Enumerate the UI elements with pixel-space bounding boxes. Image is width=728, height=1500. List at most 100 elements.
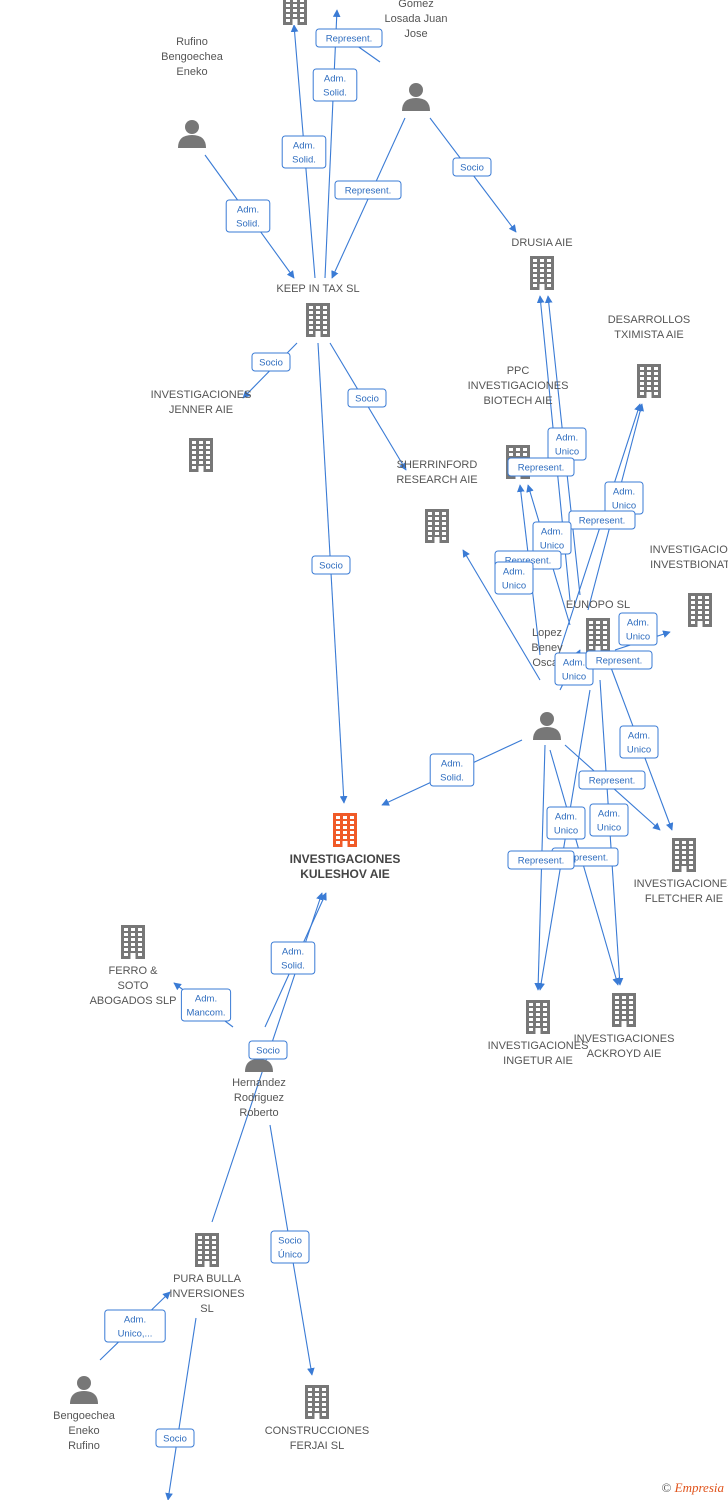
node-drusia[interactable]: DRUSIA AIE	[511, 237, 573, 290]
node-label: Beney	[531, 642, 563, 654]
edge-label[interactable]: Adm.Unico	[494, 561, 534, 595]
building-icon	[612, 993, 636, 1027]
edge-label[interactable]: Socio	[251, 352, 291, 372]
brand-logo: Empresia	[674, 1480, 724, 1495]
node-label: Bengoechea	[161, 51, 224, 63]
node-label: FERRO &	[109, 965, 159, 977]
edge-label[interactable]: Adm.Solid.	[270, 941, 316, 975]
node-label: INVESTIGACIONES	[634, 878, 728, 890]
edge-label-text: Unico	[502, 581, 526, 592]
edge-label-box	[494, 561, 534, 595]
edge-label-box	[315, 28, 383, 48]
edge-label-text: Represent.	[505, 556, 551, 567]
edge-label-text: Unico,...	[118, 1329, 153, 1340]
edge-label-text: Adm.	[237, 205, 259, 216]
node-label: CONSTRUCCIONES	[265, 1425, 370, 1437]
building-icon	[305, 1385, 329, 1419]
node-eunopo[interactable]: EUNOPO SL	[566, 599, 630, 652]
edge-label[interactable]: Adm.Mancom.	[180, 988, 232, 1022]
edge-label[interactable]: Represent.	[585, 650, 653, 670]
edge-label-text: Adm.	[124, 1315, 146, 1326]
edge-label-text: Solid.	[236, 219, 260, 230]
edge-label[interactable]: Adm.Unico	[589, 803, 629, 837]
edge-label[interactable]: Represent.	[507, 850, 575, 870]
edge-label[interactable]: Represent.	[568, 510, 636, 530]
node-label: INVESTIGACIONES	[290, 852, 401, 866]
edge-label[interactable]: Represent.	[507, 457, 575, 477]
edge-label-text: Unico	[562, 672, 586, 683]
edge-label[interactable]: Adm. Solid.	[312, 68, 358, 102]
building-icon	[333, 813, 357, 847]
node-top[interactable]	[283, 0, 307, 25]
edge-label[interactable]: Socio	[452, 157, 492, 177]
node-label: Losada Juan	[385, 13, 448, 25]
edge-label-box	[568, 510, 636, 530]
node-label: Eneko	[176, 66, 207, 78]
node-label: INVESTIGACIONES	[151, 389, 252, 401]
edge-label-text: Represent.	[345, 186, 391, 197]
edge-label-text: Represent.	[589, 776, 635, 787]
edge-label-text: Adm.	[324, 74, 346, 85]
edge-label[interactable]: Adm.Solid.	[281, 135, 327, 169]
edge-label-text: Represent.	[579, 516, 625, 527]
node-label: KULESHOV AIE	[300, 867, 390, 881]
edge-label-text: Socio	[259, 358, 283, 369]
edge-label[interactable]: Represent.	[315, 28, 383, 48]
edge-label-text: Mancom.	[186, 1008, 225, 1019]
edge-label-text: Socio	[460, 163, 484, 174]
node-label: JENNER AIE	[169, 404, 233, 416]
edge-label[interactable]: Adm.Solid.	[429, 753, 475, 787]
building-icon	[526, 1000, 550, 1034]
edge-label[interactable]: Adm.Unico	[618, 612, 658, 646]
edge-label[interactable]: Represent.	[334, 180, 402, 200]
edge-label-box	[270, 1230, 310, 1264]
edge-label[interactable]: Adm.Unico	[547, 427, 587, 461]
edge-label[interactable]: Adm. Unico,...	[104, 1309, 166, 1343]
edge-label[interactable]: Adm.Unico	[604, 481, 644, 515]
edge-label-box	[507, 850, 575, 870]
edge-line	[324, 9, 341, 279]
edge-label-text: Adm.	[541, 527, 563, 538]
node-jenner[interactable]: INVESTIGACIONES JENNER AIE	[151, 389, 252, 472]
edge-label[interactable]: Adm.Unico	[532, 521, 572, 555]
node-label: Bengoechea	[53, 1410, 116, 1422]
edge-label-text: Unico	[627, 745, 651, 756]
node-fletcher[interactable]: INVESTIGACIONES FLETCHER AIE	[634, 838, 728, 905]
node-label: PPC	[507, 365, 530, 377]
node-investbionat[interactable]: INVESTIGACIONESINVESTBIONAT AIE	[650, 544, 728, 627]
node-label: INVERSIONES	[169, 1288, 244, 1300]
node-label: RESEARCH AIE	[396, 474, 477, 486]
edge-label-box	[334, 180, 402, 200]
edge-label[interactable]: Adm.Unico	[619, 725, 659, 759]
edge-label-text: Represent.	[518, 463, 564, 474]
edge-label[interactable]: Socio	[155, 1428, 195, 1448]
edge-label[interactable]: Socio	[248, 1040, 288, 1060]
node-keepintax[interactable]: KEEP IN TAX SL	[276, 283, 360, 337]
node-label: FLETCHER AIE	[645, 893, 723, 905]
person-icon	[178, 120, 206, 148]
edge-line	[462, 549, 541, 681]
edge-label[interactable]: Adm.Unico	[546, 806, 586, 840]
edge-label[interactable]: Adm. Solid.	[225, 199, 271, 233]
edge-label-text: Solid.	[323, 88, 347, 99]
edge-label[interactable]: Socio	[311, 555, 351, 575]
edge-label[interactable]: Socio	[347, 388, 387, 408]
node-label: INVESTIGACIONES	[468, 380, 569, 392]
edge-label-text: Socio	[278, 1236, 302, 1247]
edge-label-text: Represent.	[518, 856, 564, 867]
edge-label-box	[429, 753, 475, 787]
edge-label[interactable]: Represent.	[578, 770, 646, 790]
